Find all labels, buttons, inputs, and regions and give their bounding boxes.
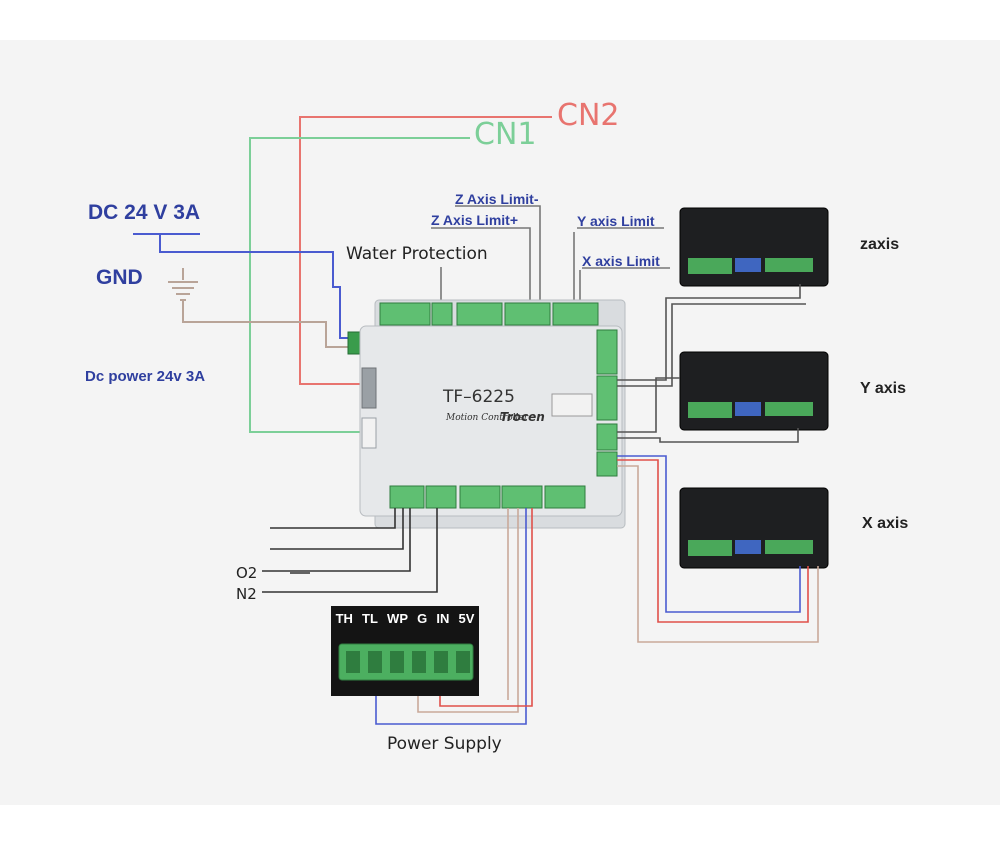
controller-brand: Trocen bbox=[500, 410, 545, 424]
cn1-wire bbox=[249, 137, 470, 433]
power-terminal-pin-labels: TH TL WP G IN 5V bbox=[331, 611, 479, 626]
driver-x bbox=[679, 487, 829, 569]
gas-wires bbox=[262, 508, 438, 593]
y-axis-label: Y axis bbox=[860, 380, 906, 397]
power-supply-wires bbox=[375, 508, 533, 725]
gnd-label: GND bbox=[96, 266, 143, 289]
pin-th-label: TH bbox=[335, 611, 353, 626]
dc24v-wire bbox=[133, 233, 358, 339]
cn2-wire bbox=[299, 116, 552, 385]
pin-tl-label: TL bbox=[362, 611, 378, 626]
limit-leaders bbox=[431, 205, 670, 300]
controller-board bbox=[359, 299, 626, 529]
z-limit-plus-label: Z Axis Limit+ bbox=[431, 212, 519, 228]
power-supply-label: Power Supply bbox=[387, 734, 502, 754]
cn1-label: CN1 bbox=[474, 117, 537, 152]
y-limit-label: Y axis Limit bbox=[577, 213, 655, 229]
cn2-label: CN2 bbox=[557, 98, 620, 133]
water-protection-label: Water Protection bbox=[346, 244, 488, 264]
controller-subtitle: Motion Controller bbox=[446, 413, 529, 423]
dc-supply-label: DC 24 V 3A bbox=[88, 201, 201, 224]
driver-wires bbox=[617, 284, 819, 643]
o2-label: O2 bbox=[236, 564, 258, 582]
pin-5v-label: 5V bbox=[458, 611, 475, 626]
controller-model: TF–6225 bbox=[443, 387, 515, 407]
ground-symbol bbox=[168, 268, 360, 348]
power-supply-terminal bbox=[331, 606, 479, 696]
z-axis-label: zaxis bbox=[860, 236, 900, 253]
pin-g-label: G bbox=[417, 611, 428, 626]
driver-z bbox=[679, 207, 829, 287]
n2-label: N2 bbox=[236, 585, 257, 603]
x-limit-label: X axis Limit bbox=[582, 253, 660, 269]
z-limit-minus-label: Z Axis Limit- bbox=[455, 191, 539, 207]
pin-wp-label: WP bbox=[387, 611, 408, 626]
driver-y bbox=[679, 351, 829, 431]
x-axis-label: X axis bbox=[862, 515, 909, 532]
dc-power-label: Dc power 24v 3A bbox=[85, 368, 206, 385]
pin-in-label: IN bbox=[436, 611, 450, 626]
